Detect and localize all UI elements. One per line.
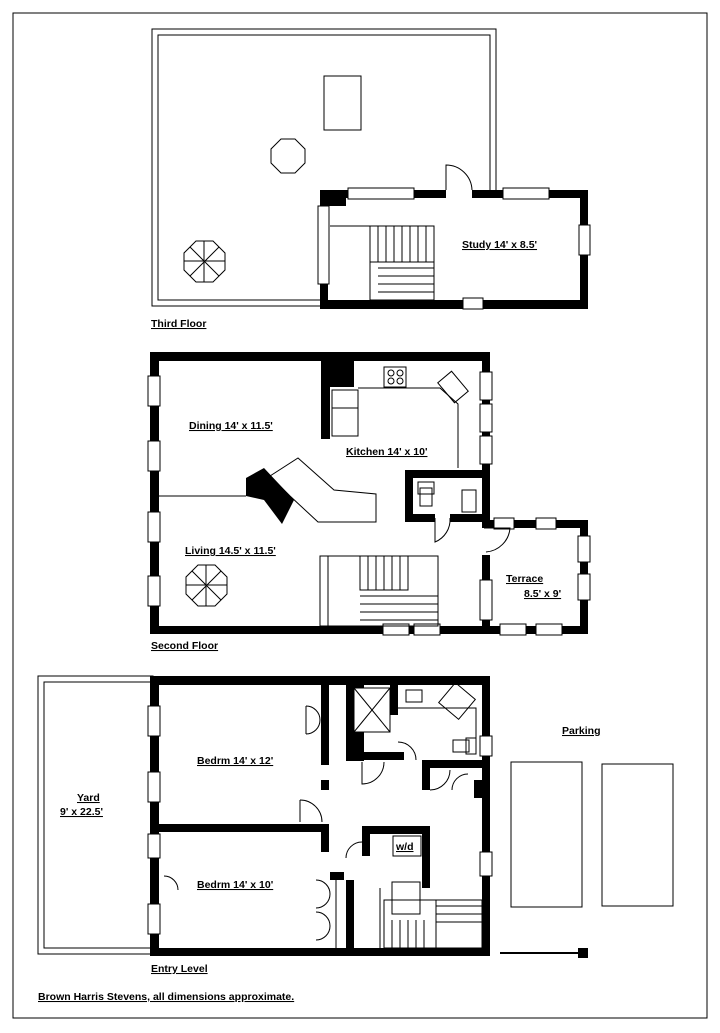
skylight (323, 75, 362, 131)
floor-caption-third: Third Floor (151, 318, 206, 330)
vent-octagon (270, 138, 306, 174)
room-label-dining: Dining 14' x 11.5' (189, 420, 273, 432)
room-label-yard-size: 9' x 22.5' (60, 806, 103, 818)
second-floor: Dining 14' x 11.5' Kitchen 14' x 10' Liv… (147, 352, 591, 652)
page-border (12, 12, 708, 1019)
room-label-yard: Yard (77, 792, 100, 804)
staircase (319, 555, 439, 627)
floor-caption-entry: Entry Level (151, 963, 208, 975)
floor-caption-second: Second Floor (151, 640, 218, 652)
parking-space (510, 761, 583, 908)
entry-level: Yard 9' x 22.5' Bedrm 14' x 12' Bedrm 14… (37, 675, 674, 975)
umbrella-icon (185, 564, 228, 607)
room-label-terrace-size: 8.5' x 9' (524, 588, 561, 600)
third-floor: Study 14' x 8.5' Third Floor (151, 28, 591, 330)
parking-space (601, 763, 674, 907)
room-label-bedroom-1: Bedrm 14' x 12' (197, 755, 273, 767)
room-label-wd: w/d (395, 841, 414, 853)
room-label-parking: Parking (562, 725, 601, 737)
footer-disclaimer: Brown Harris Stevens, all dimensions app… (38, 991, 294, 1003)
room-label-living: Living 14.5' x 11.5' (185, 545, 276, 557)
staircase (379, 888, 483, 949)
umbrella-icon (183, 240, 226, 283)
staircase (330, 225, 435, 301)
room-label-terrace: Terrace (506, 573, 543, 585)
room-label-bedroom-2: Bedrm 14' x 10' (197, 879, 273, 891)
room-label-study: Study 14' x 8.5' (462, 239, 537, 251)
room-label-kitchen: Kitchen 14' x 10' (346, 446, 427, 458)
